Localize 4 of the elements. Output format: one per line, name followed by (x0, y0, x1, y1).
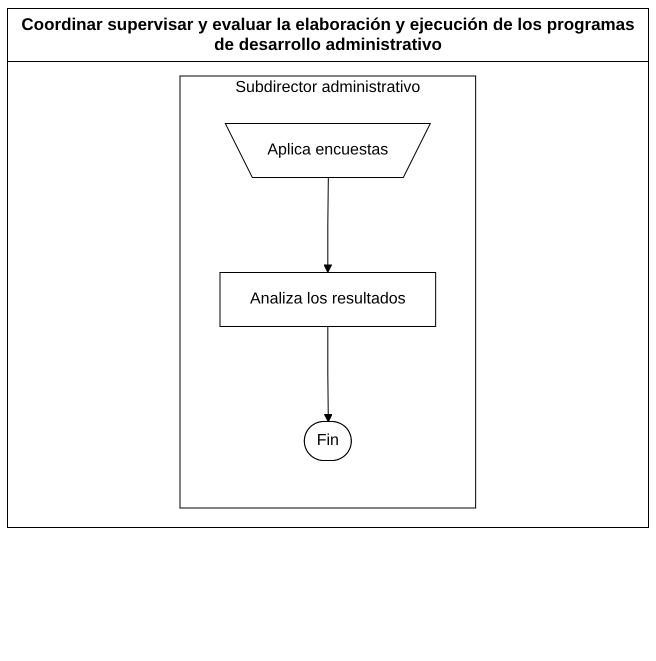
node-box: Analiza los resultados (220, 272, 436, 327)
arrow (324, 326, 333, 422)
diagram-title: Coordinar supervisar y evaluar la elaboración y ejecución de los programas de desarrollo administrativo (8, 9, 648, 62)
arrow (324, 178, 332, 273)
